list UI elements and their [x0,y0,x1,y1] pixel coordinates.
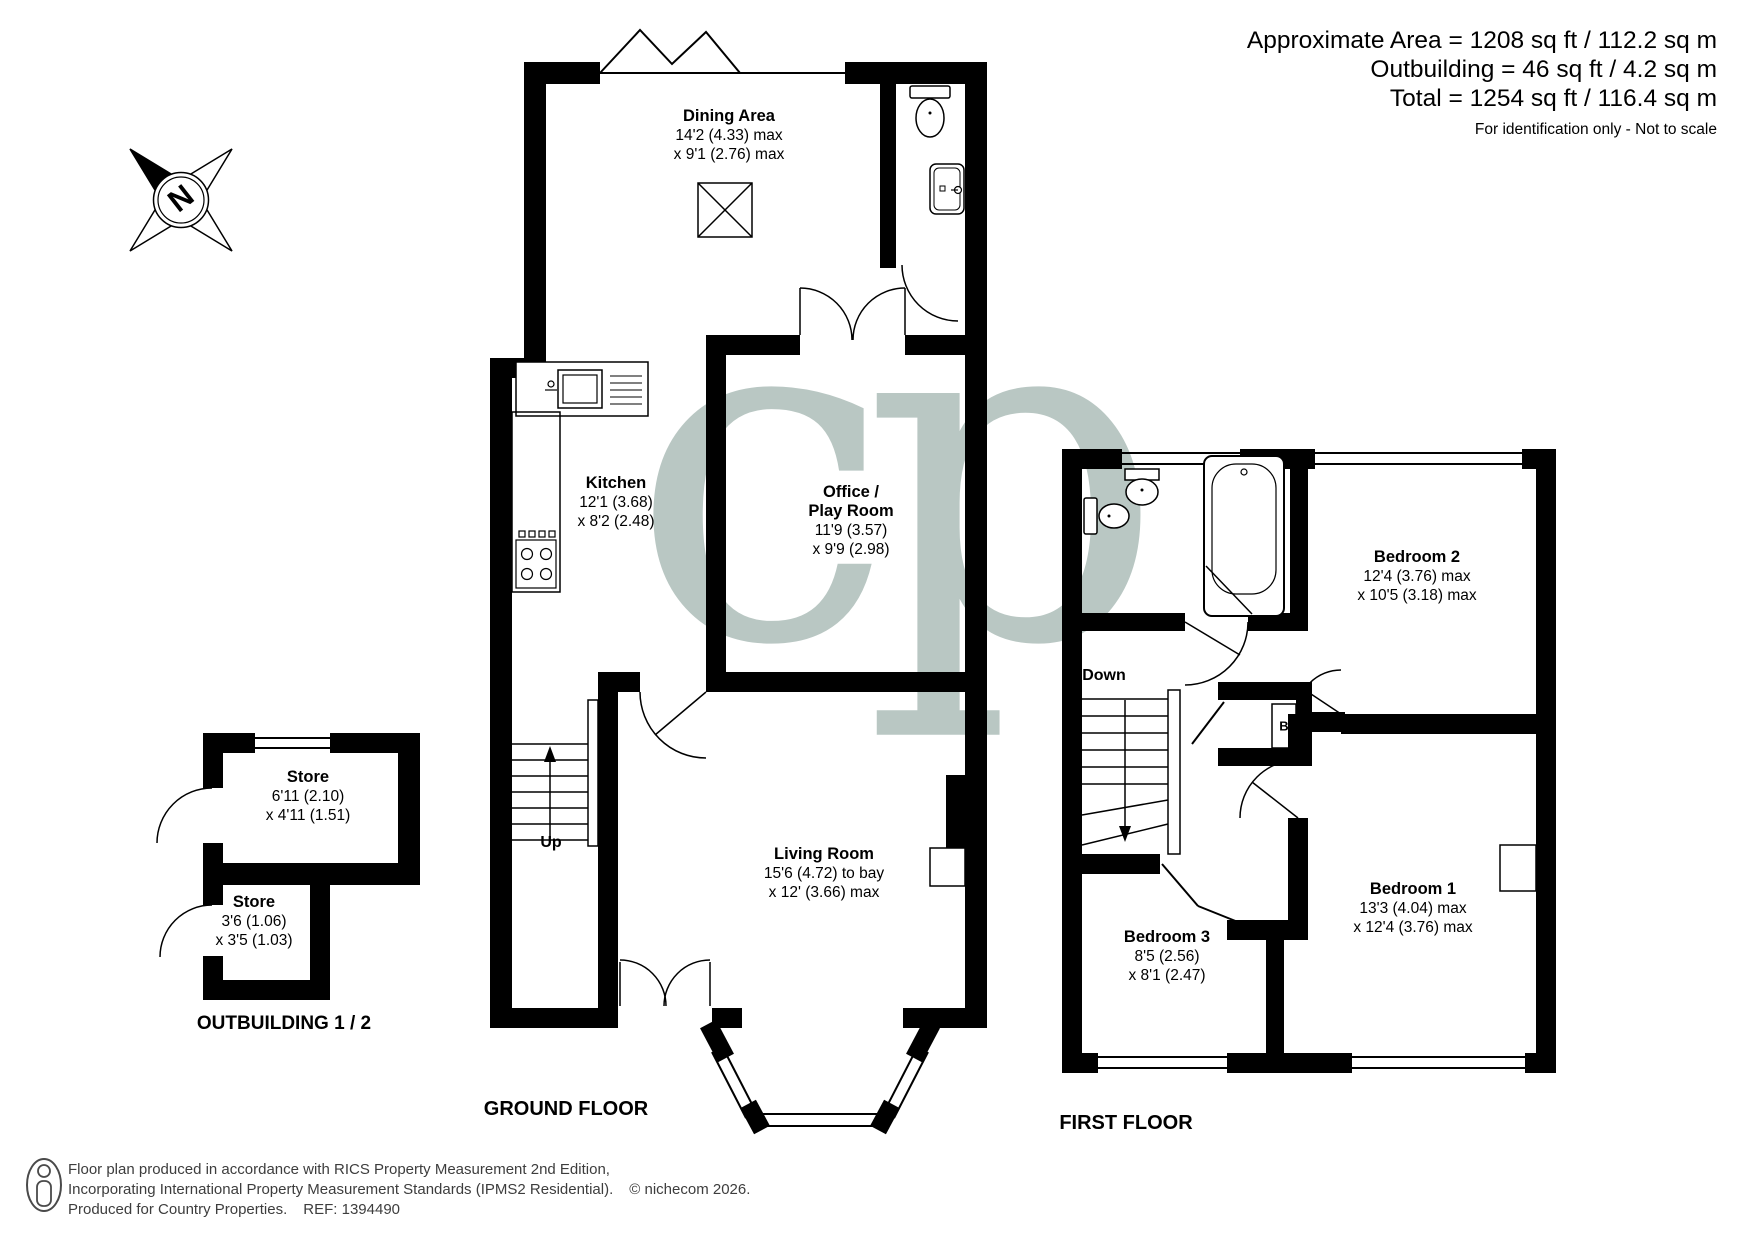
stairs-down-label: Down [1082,667,1126,684]
first-floor-label: FIRST FLOOR [1059,1112,1193,1134]
bathroom-door-arc [1184,621,1249,686]
front-door [619,959,711,1007]
compass-rose [129,148,233,252]
bedroom3-open-door [1161,863,1239,923]
store1-door-arc [156,787,213,844]
rics-person-logo [26,1158,62,1212]
toilet-icon [1083,497,1130,535]
room-label-dining: Dining Area 14'2 (4.33) max x 9'1 (2.76)… [673,107,785,163]
kitchen-counter [511,411,561,593]
reference-number: REF: 1394490 [303,1201,401,1218]
total-area: Total = 1254 sq ft / 116.4 sq m [1389,85,1717,112]
outbuilding-label: OUTBUILDING 1 / 2 [196,1013,372,1034]
bathtub-icon [1203,455,1285,617]
hob-icon [515,530,557,589]
room-label-store1: Store 6'11 (2.10) x 4'11 (1.51) [265,768,351,824]
room-label-bedroom2: Bedroom 2 12'4 (3.76) max x 10'5 (3.18) … [1357,548,1477,604]
approximate-area: Approximate Area = 1208 sq ft / 112.2 sq… [1246,27,1717,54]
room-label-bedroom1: Bedroom 1 13'3 (4.04) max x 12'4 (3.76) … [1353,880,1473,936]
stairs-down [1081,689,1181,855]
first-floor-plan [1062,449,1556,1073]
outbuilding-area: Outbuilding = 46 sq ft / 4.2 sq m [1370,56,1717,83]
stairs-up-label: Up [540,834,562,851]
wc-door-arc [901,264,959,322]
toilet-icon [909,85,951,138]
alcove [1499,844,1537,892]
footer-line3: Produced for Country Properties.REF: 139… [68,1201,401,1218]
bedroom1-door-arc [1239,759,1299,819]
dining-table-icon [697,182,753,238]
basin-icon [929,163,965,215]
area-summary: Approximate Area = 1208 sq ft / 112.2 sq… [1247,26,1717,139]
ground-floor-label: GROUND FLOOR [483,1098,649,1120]
footer-text: Floor plan produced in accordance with R… [68,1160,750,1220]
alcove [929,847,966,887]
store2-door-arc [159,904,213,958]
open-boundary-break [599,28,741,74]
basin-icon [1124,468,1160,506]
window [1122,452,1522,465]
room-label-living: Living Room 15'6 (4.72) to bay x 12' (3.… [763,845,885,901]
sink-icon [515,361,649,417]
ground-floor-plan [490,28,987,1135]
bay-window [700,1019,940,1135]
room-label-store2: Store 3'6 (1.06) x 3'5 (1.03) [215,893,293,949]
window [255,737,330,749]
disclaimer: For identification only - Not to scale [1474,121,1717,138]
chimney-breast [946,775,965,848]
room-label-bedroom3: Bedroom 3 8'5 (2.56) x 8'1 (2.47) [1123,928,1211,984]
stairs-up [512,699,599,847]
boiler-label: B [1279,718,1289,734]
window [1098,1056,1525,1069]
copyright: © nichecom 2026. [629,1181,751,1198]
living-door-arc [639,691,707,759]
boiler-cupboard [1191,682,1345,766]
outbuilding-plan [156,733,420,1000]
french-doors [799,287,906,341]
footer-line2: Incorporating International Property Mea… [68,1181,751,1198]
room-label-office: Office / Play Room 11'9 (3.57) x 9'9 (2.… [808,483,894,558]
room-label-kitchen: Kitchen 12'1 (3.68) x 8'2 (2.48) [577,474,655,530]
footer-line1: Floor plan produced in accordance with R… [68,1161,610,1178]
